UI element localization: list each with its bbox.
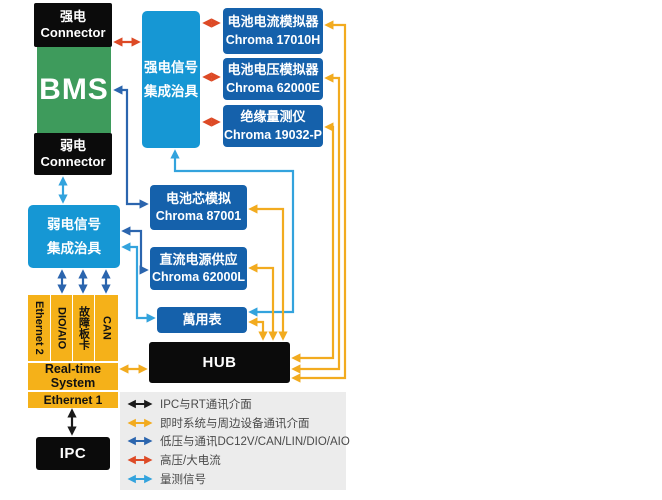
ipc-block: IPC xyxy=(36,437,110,470)
legend-item-high-voltage: 高压/大电流 xyxy=(160,455,221,467)
insulation-tester-model: Chroma 19032-P xyxy=(224,127,322,142)
weak-connector-line2: Connector xyxy=(40,154,106,169)
arrow-hub-insulation xyxy=(291,122,335,363)
realtime-system-block: Real-time System xyxy=(28,361,118,390)
power-connector-block: 强电 Connector xyxy=(34,3,112,47)
legend-item-measurement-signal: 量测信号 xyxy=(160,474,206,486)
arrow-hub-dcsupply xyxy=(248,263,278,341)
current-simulator-model: Chroma 17010H xyxy=(225,32,321,47)
fault-card-block: 故障板卡 xyxy=(73,295,94,361)
voltage-simulator-name: 电池电压模拟器 xyxy=(227,62,319,78)
dc-power-supply-block: 直流电源供应 Chroma 62000L xyxy=(150,247,247,290)
battery-voltage-simulator-block: 电池电压模拟器 Chroma 62000E xyxy=(223,58,323,100)
power-signal-fixture-block: 强电信号 集成治具 xyxy=(142,11,200,148)
ethernet2-card-block: Ethernet 2 xyxy=(28,295,50,361)
cell-simulator-model: Chroma 87001 xyxy=(155,209,242,224)
weak-fixture-line2: 集成治具 xyxy=(47,240,101,256)
battery-current-simulator-block: 电池电流模拟器 Chroma 17010H xyxy=(223,8,323,54)
current-simulator-name: 电池电流模拟器 xyxy=(227,14,319,30)
power-fixture-line2: 集成治具 xyxy=(144,83,198,99)
arrow-hub-multimeter xyxy=(248,317,268,341)
legend-item-low-voltage-comm: 低压与通讯DC12V/CAN/LIN/DIO/AIO xyxy=(160,436,350,448)
weak-connector-block: 弱电 Connector xyxy=(34,133,112,175)
power-connector-line1: 强电 xyxy=(59,9,86,25)
weak-signal-fixture-block: 弱电信号 集成治具 xyxy=(28,205,120,268)
fault-card-label: 故障板卡 xyxy=(77,306,90,350)
cell-simulator-block: 电池芯模拟 Chroma 87001 xyxy=(150,185,247,230)
legend-panel xyxy=(120,392,346,490)
dio-aio-card-block: DIO/AIO xyxy=(51,295,72,361)
arrow-hub-cellsim xyxy=(248,204,288,341)
weak-connector-line1: 弱电 xyxy=(59,138,86,154)
realtime-system-line1: Real-time xyxy=(44,361,102,376)
hub-label: HUB xyxy=(202,354,237,371)
insulation-tester-name: 绝缘量测仪 xyxy=(240,109,306,125)
ipc-label: IPC xyxy=(59,445,87,462)
realtime-system-line2: System xyxy=(50,375,96,390)
ethernet1-label: Ethernet 1 xyxy=(43,393,103,407)
can-card-block: CAN xyxy=(95,295,118,361)
dc-power-supply-model: Chroma 62000L xyxy=(151,270,246,285)
bms-label: BMS xyxy=(39,73,109,106)
can-label: CAN xyxy=(100,316,113,340)
dc-power-supply-name: 直流电源供应 xyxy=(159,251,238,267)
weak-fixture-line1: 弱电信号 xyxy=(47,216,101,232)
multimeter-name: 萬用表 xyxy=(182,312,222,328)
legend-item-realtime-peripheral: 即时系统与周边设备通讯介面 xyxy=(160,418,310,430)
power-connector-line2: Connector xyxy=(40,25,106,40)
ethernet1-block: Ethernet 1 xyxy=(28,392,118,408)
legend-item-ipc-rt: IPC与RT通讯介面 xyxy=(160,399,252,411)
cell-simulator-name: 电池芯模拟 xyxy=(165,190,231,206)
voltage-simulator-model: Chroma 62000E xyxy=(226,80,320,95)
arrow-weakfixture-dcsupply xyxy=(121,226,149,275)
ethernet2-label: Ethernet 2 xyxy=(33,301,45,355)
multimeter-block: 萬用表 xyxy=(157,307,247,333)
arrow-weakfixture-multimeter xyxy=(121,242,156,323)
power-fixture-line1: 强电信号 xyxy=(144,59,198,75)
insulation-tester-block: 绝缘量测仪 Chroma 19032-P xyxy=(223,105,323,147)
dio-aio-label: DIO/AIO xyxy=(55,306,68,350)
hub-block: HUB xyxy=(149,342,290,383)
bms-block: BMS xyxy=(37,47,111,133)
